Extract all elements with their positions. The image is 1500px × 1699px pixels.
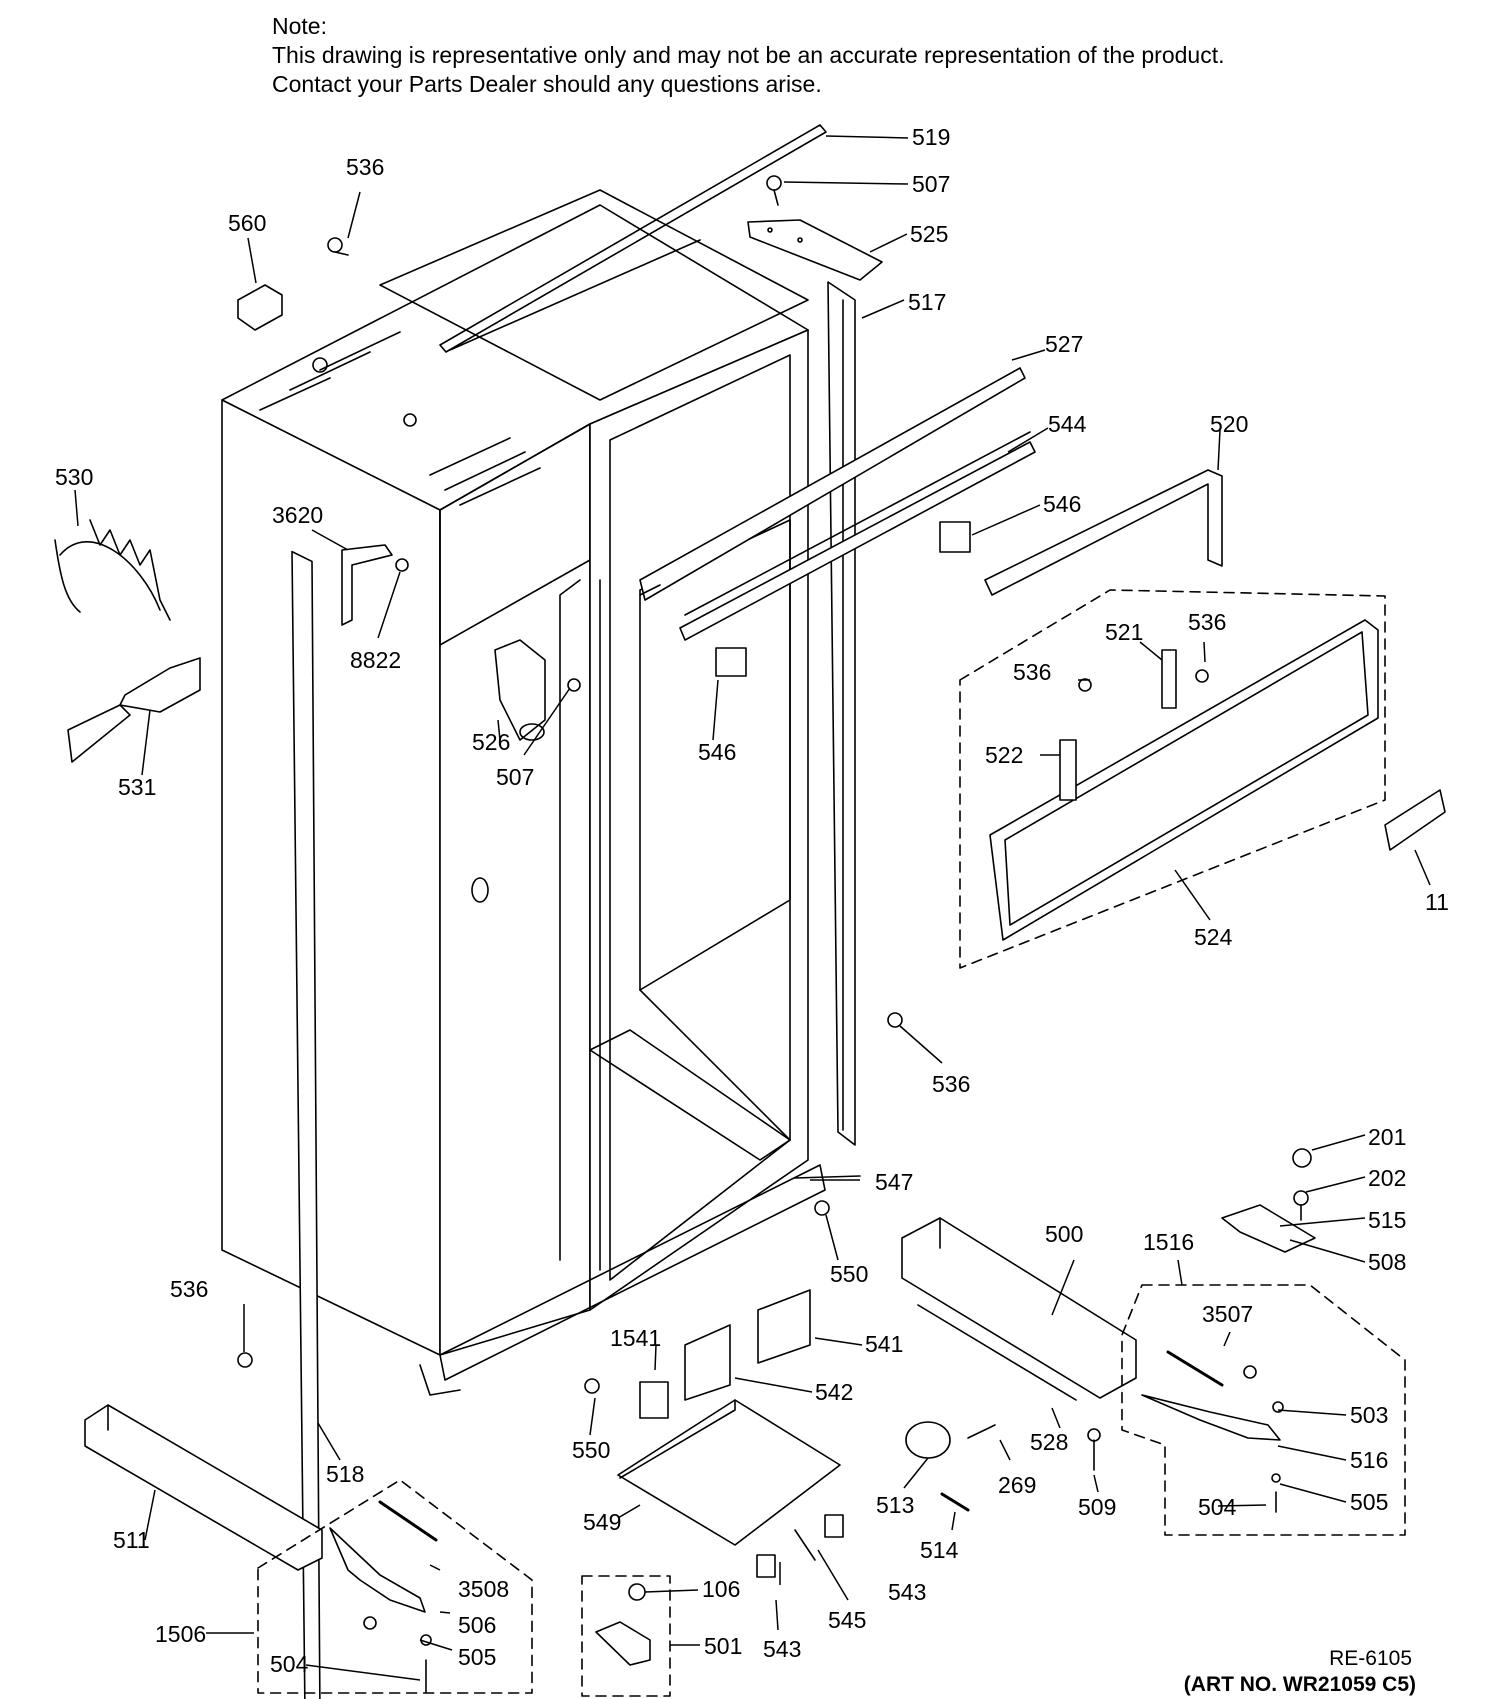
callout-544: 544 (1048, 411, 1087, 437)
callout-202: 202 (1368, 1165, 1406, 1191)
callout-1541: 1541 (610, 1325, 661, 1351)
callout-509: 509 (1078, 1494, 1116, 1520)
callout-508: 508 (1368, 1249, 1406, 1275)
callout-528: 528 (1030, 1429, 1068, 1455)
callout-543: 543 (888, 1579, 926, 1605)
note-heading: Note: (272, 13, 327, 39)
callout-549: 549 (583, 1509, 621, 1535)
callout-531: 531 (118, 774, 156, 800)
callout-530: 530 (55, 464, 93, 490)
callout-524: 524 (1194, 924, 1233, 950)
callout-545: 545 (828, 1607, 866, 1633)
part-519-trim (440, 125, 826, 352)
callout-517: 517 (908, 289, 946, 315)
callout-536c: 536 (1188, 609, 1226, 635)
diagram-ref: RE-6105 (1329, 1647, 1412, 1670)
note-line-2: Contact your Parts Dealer should any que… (272, 71, 822, 97)
cabinet (222, 190, 825, 1395)
callout-1506: 1506 (155, 1621, 206, 1647)
callout-506: 506 (458, 1612, 496, 1638)
callout-269: 269 (998, 1472, 1036, 1498)
callout-546b: 546 (698, 739, 736, 765)
callout-560: 560 (228, 210, 266, 236)
callout-543b: 543 (763, 1636, 801, 1662)
callout-106: 106 (702, 1576, 740, 1602)
callout-505b: 505 (458, 1644, 496, 1670)
callout-522: 522 (985, 742, 1023, 768)
callout-201: 201 (1368, 1124, 1406, 1150)
callout-3507: 3507 (1202, 1301, 1253, 1327)
callout-514: 514 (920, 1537, 959, 1563)
callout-520: 520 (1210, 411, 1248, 437)
callout-550b: 550 (572, 1437, 610, 1463)
callout-519: 519 (912, 124, 950, 150)
callout-515: 515 (1368, 1207, 1406, 1233)
callout-542: 542 (815, 1379, 853, 1405)
callout-504: 504 (1198, 1494, 1237, 1520)
callout-513: 513 (876, 1492, 914, 1518)
callout-521: 521 (1105, 619, 1143, 645)
callout-504b: 504 (270, 1651, 309, 1677)
callout-505: 505 (1350, 1489, 1388, 1515)
note-line-1: This drawing is representative only and … (272, 42, 1225, 68)
callout-536e: 536 (170, 1276, 208, 1302)
callout-3508: 3508 (458, 1576, 509, 1602)
callout-526: 526 (472, 729, 510, 755)
callout-536b: 536 (1013, 659, 1051, 685)
callout-1516: 1516 (1143, 1229, 1194, 1255)
callout-3620: 3620 (272, 502, 323, 528)
callout-536: 536 (346, 154, 384, 180)
callout-501: 501 (704, 1633, 742, 1659)
callout-527: 527 (1045, 331, 1083, 357)
callout-546: 546 (1043, 491, 1081, 517)
callout-547: 547 (875, 1169, 913, 1195)
callout-536d: 536 (932, 1071, 970, 1097)
callout-511: 511 (113, 1527, 150, 1553)
callout-541: 541 (865, 1331, 903, 1357)
callout-518: 518 (326, 1461, 364, 1487)
callout-507b: 507 (496, 764, 534, 790)
callout-507: 507 (912, 171, 950, 197)
callout-11: 11 (1425, 889, 1449, 915)
callout-500: 500 (1045, 1221, 1083, 1247)
art-number: (ART NO. WR21059 C5) (1183, 1673, 1416, 1696)
callout-516: 516 (1350, 1447, 1388, 1473)
callout-503: 503 (1350, 1402, 1388, 1428)
callout-550: 550 (830, 1261, 868, 1287)
callout-525: 525 (910, 221, 948, 247)
callout-8822: 8822 (350, 647, 401, 673)
